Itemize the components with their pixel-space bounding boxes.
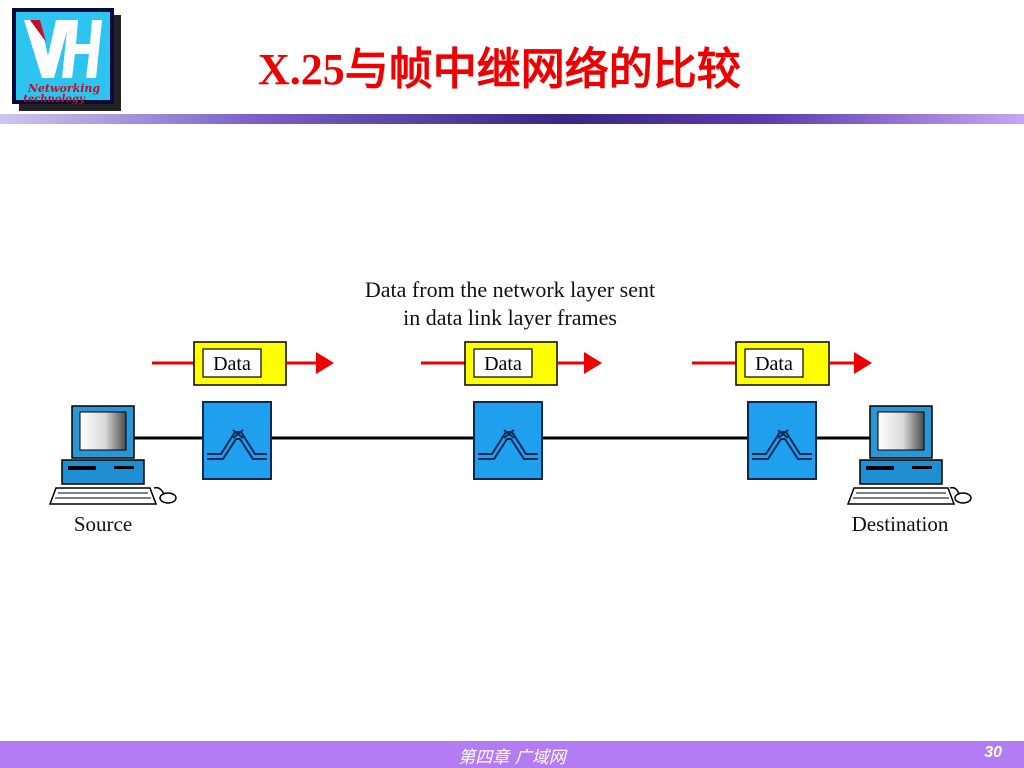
- switch-box: [473, 401, 543, 480]
- drive-slot: [68, 466, 96, 470]
- monitor-screen: [877, 411, 925, 451]
- mouse: [954, 492, 972, 504]
- monitor-screen: [79, 411, 127, 451]
- frame-data-label: Data: [484, 353, 522, 375]
- data-frame-2: Data: [421, 341, 602, 386]
- caption-line-2: in data link layer frames: [403, 305, 617, 330]
- logo-text-line2: technology: [23, 94, 86, 105]
- switch-icon: [478, 431, 538, 455]
- footer-chapter: 第四章 广域网: [458, 748, 566, 768]
- switch-icon-inner: [207, 438, 267, 460]
- mouse-cable: [153, 486, 165, 495]
- frame-data-box: [202, 348, 262, 378]
- frame-data-label: Data: [755, 353, 793, 375]
- networking-technology-logo: Networking technology: [12, 8, 121, 111]
- switch-icon: [752, 431, 812, 455]
- caption-line-1: Data from the network layer sent: [364, 277, 656, 302]
- drive-slot: [912, 466, 932, 469]
- logo-accent: [30, 20, 46, 42]
- logo-letter-v: [24, 20, 70, 78]
- source-label: Source: [74, 512, 132, 536]
- switch-icon-inner: [478, 438, 538, 460]
- data-frame-3: Data: [692, 341, 872, 386]
- drive-slot: [866, 466, 894, 470]
- destination-computer-icon: [846, 405, 972, 505]
- drive-slot: [114, 466, 134, 469]
- source-computer-icon: [48, 405, 177, 505]
- frame-data-label: Data: [213, 353, 251, 375]
- slide-title: X.25与帧中继网络的比较: [258, 45, 741, 94]
- frame-data-box: [473, 348, 533, 378]
- switch-2: [473, 401, 543, 480]
- switch-1: [202, 401, 272, 480]
- data-frame-1: Data: [152, 341, 334, 386]
- footer-bar: 第四章 广域网 30: [0, 741, 1024, 768]
- title-divider: [0, 114, 1024, 124]
- computer-case: [61, 459, 145, 485]
- switch-icon-inner: [752, 438, 812, 460]
- logo-letter-h: [62, 20, 102, 78]
- arrow-head-icon: [854, 352, 872, 374]
- mouse: [159, 492, 177, 504]
- logo-text-line1: Networking: [27, 82, 101, 95]
- switch-cross: [503, 429, 515, 439]
- switch-cross: [777, 429, 789, 439]
- switch-box: [747, 401, 817, 480]
- mouse-cable: [949, 486, 960, 495]
- page-number: 30: [984, 744, 1002, 761]
- destination-label: Destination: [852, 512, 949, 536]
- switch-icon: [207, 431, 267, 455]
- switch-3: [747, 401, 817, 480]
- arrow-head-icon: [584, 352, 602, 374]
- frame-data-box: [744, 348, 804, 378]
- arrow-head-icon: [316, 352, 334, 374]
- keyboard: [846, 487, 956, 505]
- switch-box: [202, 401, 272, 480]
- keyboard: [48, 487, 158, 505]
- diagram-caption: Data from the network layer sent in data…: [310, 276, 710, 332]
- computer-case: [859, 459, 943, 485]
- switch-cross: [232, 429, 244, 439]
